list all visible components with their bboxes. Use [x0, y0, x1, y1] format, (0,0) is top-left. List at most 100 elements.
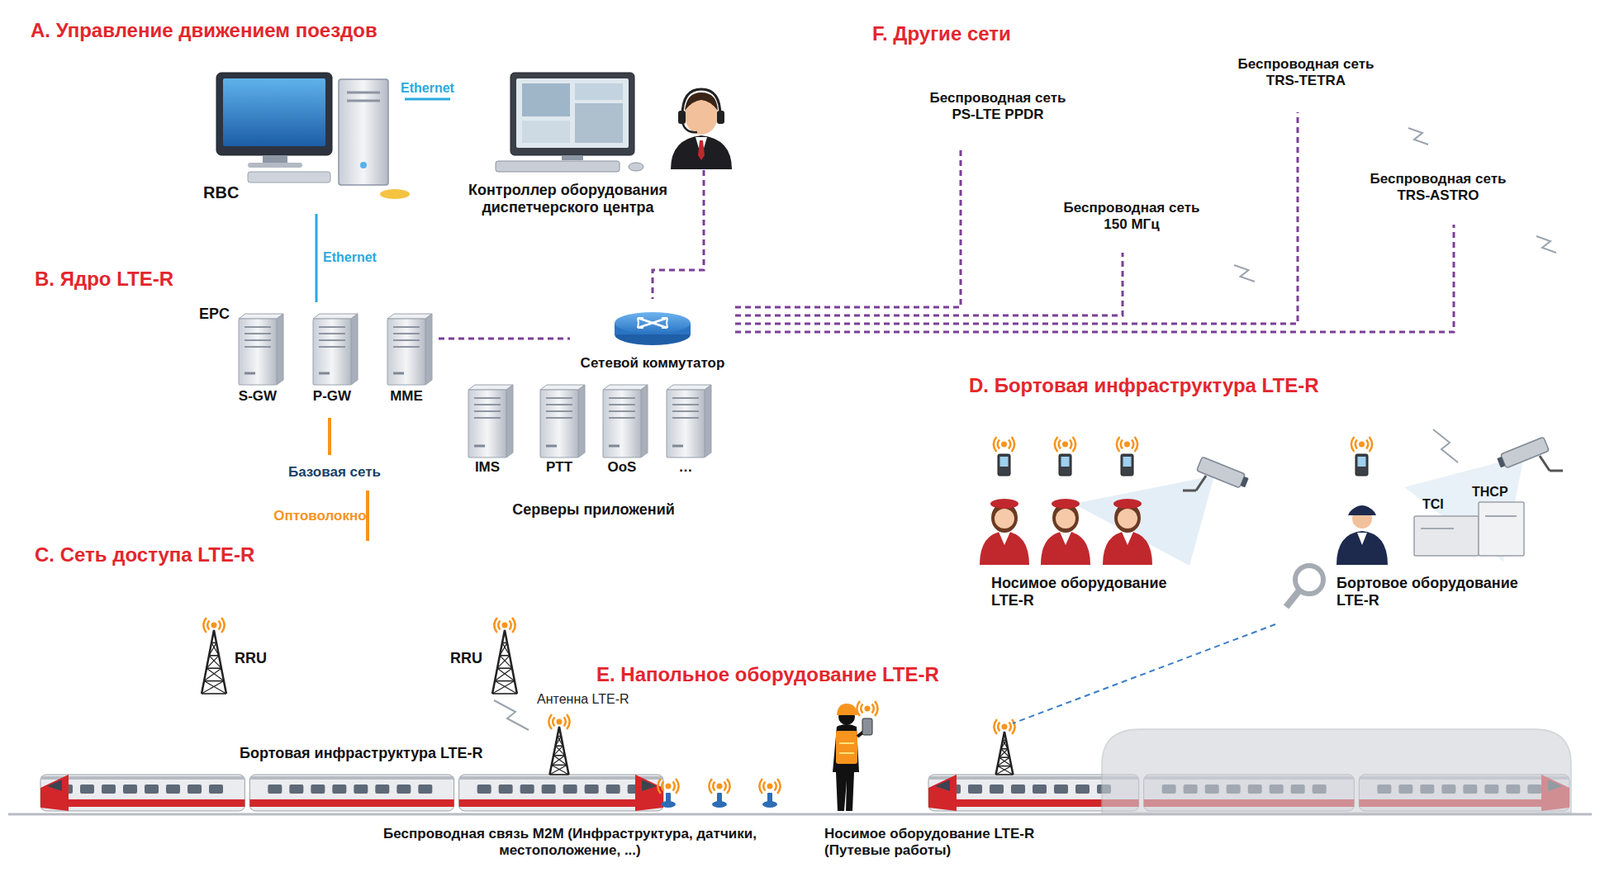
rru-tower: RRU — [191, 615, 283, 694]
path-graphic — [1485, 515, 1517, 518]
circle-graphic — [1124, 441, 1130, 448]
rect-graphic — [665, 792, 671, 805]
circle-graphic — [864, 706, 871, 713]
rect-graphic — [346, 546, 409, 572]
path-graphic — [1001, 740, 1007, 749]
rect-graphic — [1478, 502, 1525, 556]
path-graphic — [1351, 436, 1355, 452]
path-graphic — [566, 714, 570, 730]
path-graphic — [499, 655, 510, 657]
circle-graphic — [502, 622, 509, 629]
path-graphic — [1101, 729, 1572, 813]
rect-graphic — [1500, 436, 1550, 469]
ellipse-graphic — [1022, 194, 1242, 255]
rect-graphic — [187, 784, 202, 794]
rect-graphic — [1000, 456, 1009, 467]
rect-graphic — [375, 784, 390, 794]
path-graphic — [201, 681, 224, 694]
circle-graphic — [432, 611, 442, 620]
server: PTT — [532, 381, 586, 491]
network-switch: Сетевой коммутатор — [569, 299, 736, 377]
path-graphic — [555, 736, 561, 747]
ellipse-graphic — [123, 356, 487, 541]
rect-graphic — [716, 110, 725, 124]
ellipse-graphic — [123, 356, 487, 541]
path-graphic — [387, 313, 433, 319]
node-label: Беспроводная сеть TRS-TETRA — [1227, 56, 1385, 89]
ellipse-graphic — [1313, 183, 1375, 224]
path-graphic — [1369, 436, 1373, 452]
rect-graphic — [194, 303, 438, 418]
path-graphic — [40, 774, 69, 812]
rect-graphic — [310, 784, 325, 794]
node-label: OoS — [595, 459, 649, 476]
ellipse-graphic — [668, 398, 850, 532]
server: OoS — [595, 381, 649, 491]
ellipse-graphic — [175, 588, 361, 669]
path-graphic — [675, 778, 679, 794]
rect-graphic — [952, 360, 1589, 622]
path-graphic — [346, 99, 380, 103]
path-graphic — [1286, 590, 1300, 608]
rect-graphic — [1058, 454, 1072, 476]
rect-graphic — [678, 110, 686, 124]
network-cloud: Беспроводная сеть PS-LTE PPDR — [875, 70, 1121, 153]
rect-graphic — [969, 417, 1287, 566]
rect-graphic — [144, 784, 159, 794]
path-graphic — [549, 726, 569, 775]
path-graphic — [1009, 721, 1012, 732]
server: S-GW — [231, 312, 285, 410]
rect-graphic — [459, 776, 664, 780]
rect-graphic — [166, 784, 181, 794]
annotation-label: Беспроводная связь M2M (Инфраструктура, … — [355, 826, 785, 859]
ellipse-graphic — [271, 459, 397, 493]
ellipse-graphic — [614, 312, 691, 334]
section-heading: E. Напольное оборудование LTE-R — [596, 663, 969, 687]
path-graphic — [244, 372, 256, 376]
path-graphic — [393, 346, 420, 348]
path-graphic — [393, 332, 420, 335]
path-graphic — [206, 667, 222, 670]
path-graphic — [682, 89, 721, 116]
ellipse-graphic — [1364, 69, 1421, 111]
circle-graphic — [211, 622, 218, 629]
path-graphic — [1121, 531, 1134, 546]
path-graphic — [468, 384, 513, 390]
node-label: Беспроводная сеть TRS-ASTRO — [1359, 170, 1517, 204]
rect-graphic — [417, 784, 433, 794]
rect-graphic — [767, 792, 773, 805]
rect-graphic — [968, 784, 983, 794]
path-graphic — [602, 384, 648, 390]
ellipse-graphic — [1058, 103, 1118, 147]
ellipse-graphic — [1058, 103, 1118, 147]
path-graphic — [996, 731, 1014, 775]
path-graphic — [999, 749, 1008, 758]
connector-line — [404, 98, 451, 101]
path-graphic — [318, 326, 346, 328]
path-graphic — [545, 417, 573, 419]
server: MME — [379, 312, 433, 410]
rect-graphic — [40, 776, 245, 780]
rect-graphic — [1357, 456, 1367, 467]
path-graphic — [836, 703, 858, 716]
ellipse-graphic — [1502, 183, 1564, 224]
ellipse-graphic — [1051, 498, 1080, 509]
path-graphic — [425, 313, 433, 385]
path-graphic — [759, 778, 763, 794]
path-graphic — [492, 681, 515, 694]
connector-line — [735, 224, 1454, 333]
ellipse-graphic — [1191, 69, 1248, 111]
ellipse-graphic — [1364, 69, 1421, 111]
path-graphic — [1336, 531, 1388, 565]
path-graphic — [1054, 436, 1059, 452]
rect-graphic — [541, 784, 556, 794]
path-graphic — [494, 680, 515, 683]
path-graphic — [1116, 436, 1121, 452]
path-graphic — [551, 764, 570, 775]
rect-graphic — [561, 155, 584, 161]
node-label: RRU — [234, 650, 281, 668]
dispatch-controller: Контроллер оборудования диспетчерского ц… — [450, 64, 686, 230]
path-graphic — [47, 779, 62, 792]
rect-graphic — [289, 784, 304, 794]
path-graphic — [1102, 531, 1153, 565]
